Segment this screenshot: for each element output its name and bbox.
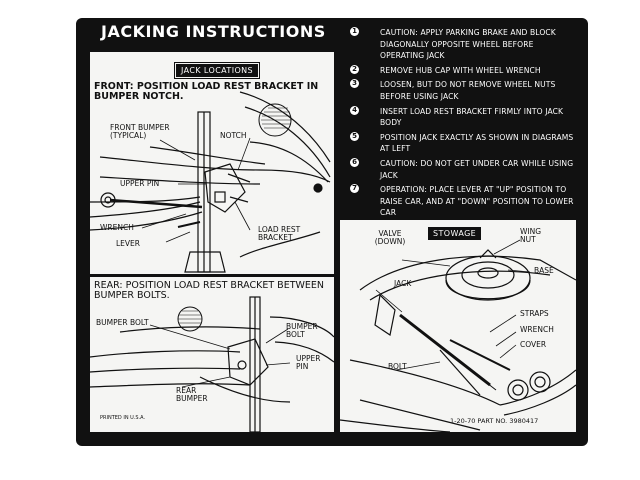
cover-label: COVER bbox=[520, 340, 547, 349]
base-label: BASE bbox=[534, 266, 554, 275]
stowage-panel: STOWAGE VALVE (DOWN) WING NUT JACK BASE … bbox=[340, 220, 576, 432]
front-instruction: FRONT: POSITION LOAD REST BRACKET IN BUM… bbox=[94, 81, 319, 103]
stowage-heading: STOWAGE bbox=[428, 227, 482, 240]
rear-bumper-label: REAR BUMPER bbox=[176, 386, 208, 403]
step-4: 4 INSERT LOAD REST BRACKET FIRMLY INTO J… bbox=[350, 105, 580, 129]
front-jack-panel: JACK LOCATIONS FRONT: POSITION LOAD REST… bbox=[90, 52, 334, 274]
step-text: OPERATION: PLACE LEVER AT "UP" POSITION … bbox=[380, 185, 574, 218]
step-number: 7 bbox=[350, 184, 359, 194]
step-number: 2 bbox=[350, 64, 359, 74]
lever-label: LEVER bbox=[116, 239, 140, 248]
step-5: 5 POSITION JACK EXACTLY AS SHOWN IN DIAG… bbox=[350, 131, 580, 155]
wrench-label: WRENCH bbox=[100, 223, 134, 232]
straps-label: STRAPS bbox=[520, 309, 549, 318]
upper-pin-rear-label: UPPER PIN bbox=[296, 354, 321, 371]
bumper-bolt-right-label: BUMPER BOLT bbox=[286, 322, 318, 339]
step-number: 3 bbox=[350, 79, 359, 89]
step-text: POSITION JACK EXACTLY AS SHOWN IN DIAGRA… bbox=[380, 132, 574, 154]
step-6: 6 CAUTION: DO NOT GET UNDER CAR WHILE US… bbox=[350, 157, 580, 181]
valve-label: VALVE (DOWN) bbox=[374, 229, 406, 246]
upper-pin-label: UPPER PIN bbox=[120, 179, 160, 188]
rear-jack-illustration bbox=[90, 296, 334, 432]
rear-instruction: REAR: POSITION LOAD REST BRACKET BETWEEN… bbox=[94, 280, 325, 302]
wing-nut-label: WING NUT bbox=[520, 227, 542, 244]
printed-in-usa: PRINTED IN U.S.A. bbox=[100, 415, 146, 421]
decal-title: JACKING INSTRUCTIONS bbox=[101, 22, 326, 41]
step-2: 2 REMOVE HUB CAP WITH WHEEL WRENCH bbox=[350, 64, 580, 77]
jack-label: JACK bbox=[394, 279, 412, 288]
bolt-label: BOLT bbox=[388, 362, 407, 371]
step-text: INSERT LOAD REST BRACKET FIRMLY INTO JAC… bbox=[380, 106, 564, 128]
step-3: 3 LOOSEN, BUT DO NOT REMOVE WHEEL NUTS B… bbox=[350, 79, 580, 102]
stowage-illustration bbox=[340, 239, 576, 432]
step-text: CAUTION: APPLY PARKING BRAKE AND BLOCK D… bbox=[380, 28, 556, 61]
rear-jack-panel: REAR: POSITION LOAD REST BRACKET BETWEEN… bbox=[90, 277, 334, 432]
part-number: 1-20-70 PART NO. 3980417 bbox=[450, 417, 539, 425]
step-number: 4 bbox=[350, 105, 359, 115]
step-number: 5 bbox=[350, 131, 359, 141]
wrench-stow-label: WRENCH bbox=[520, 325, 554, 334]
instruction-steps: 1 CAUTION: APPLY PARKING BRAKE AND BLOCK… bbox=[350, 27, 580, 222]
jack-locations-heading: JACK LOCATIONS bbox=[173, 62, 261, 79]
front-jack-illustration bbox=[90, 91, 331, 273]
front-bumper-label: FRONT BUMPER (TYPICAL) bbox=[110, 123, 170, 140]
step-number: 6 bbox=[350, 157, 359, 167]
step-text: REMOVE HUB CAP WITH WHEEL WRENCH bbox=[380, 65, 541, 75]
step-text: LOOSEN, BUT DO NOT REMOVE WHEEL NUTS BEF… bbox=[380, 80, 556, 101]
step-7: 7 OPERATION: PLACE LEVER AT "UP" POSITIO… bbox=[350, 184, 580, 219]
step-1: 1 CAUTION: APPLY PARKING BRAKE AND BLOCK… bbox=[350, 27, 580, 62]
load-rest-bracket-label: LOAD REST BRACKET bbox=[258, 225, 301, 242]
step-text: CAUTION: DO NOT GET UNDER CAR WHILE USIN… bbox=[380, 158, 574, 180]
bumper-bolt-left-label: BUMPER BOLT bbox=[96, 318, 149, 327]
notch-label: NOTCH bbox=[220, 131, 247, 140]
step-number: 1 bbox=[350, 27, 359, 36]
